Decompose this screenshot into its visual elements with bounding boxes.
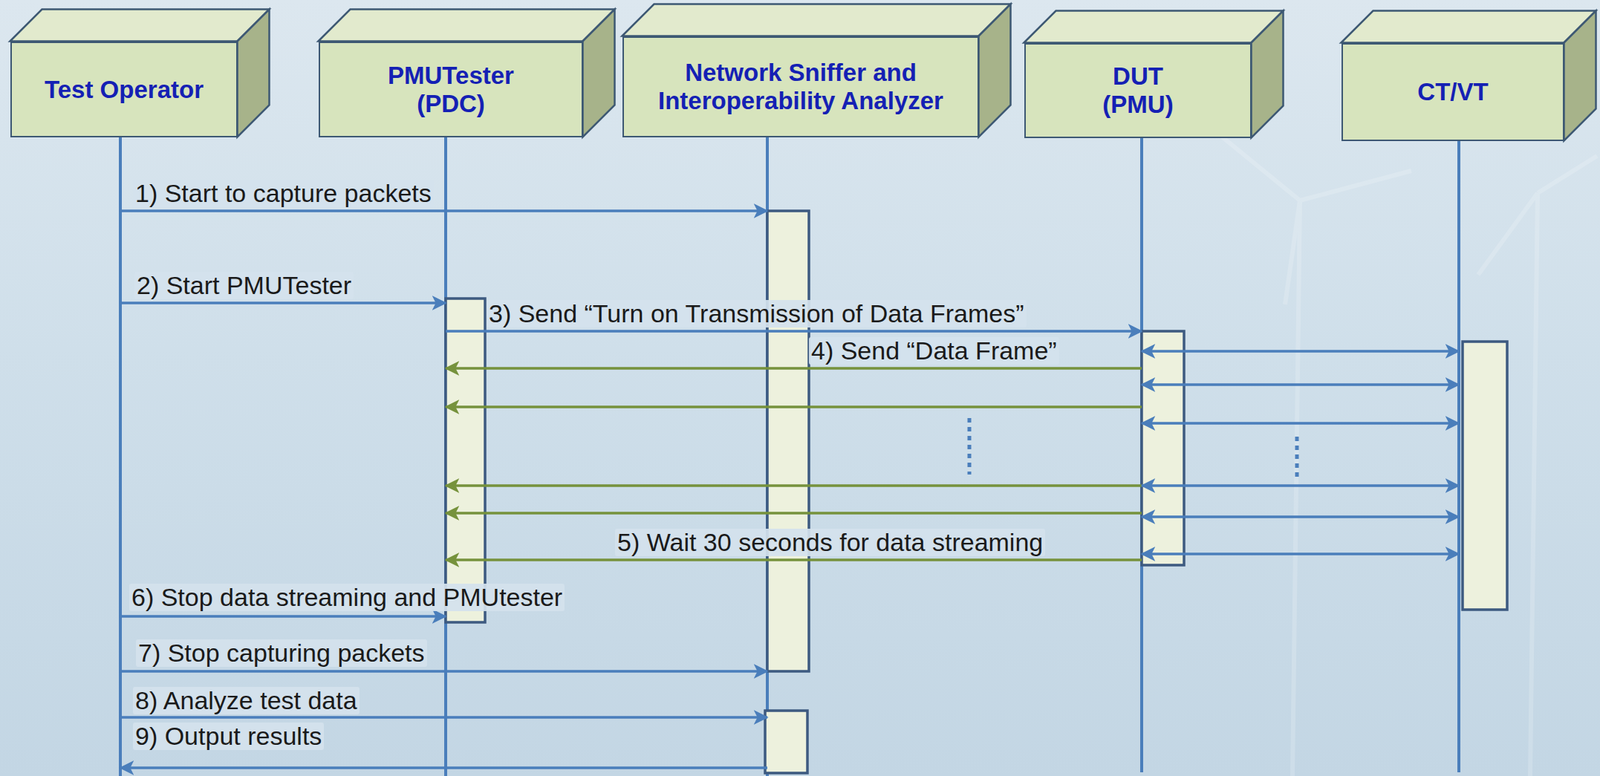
activation-bars <box>445 210 1508 774</box>
lifelines <box>120 137 1459 776</box>
activation-bar <box>1462 341 1508 610</box>
participant-box: Test Operator <box>10 41 238 138</box>
activation-bar <box>1141 331 1185 566</box>
message-arrow <box>120 670 768 673</box>
box-top-face <box>622 4 1011 37</box>
data-frame-arrow <box>445 366 1142 370</box>
data-frame-arrow <box>445 511 1142 515</box>
message-arrow <box>120 209 768 213</box>
continuation-dots <box>969 418 1297 480</box>
ellipsis-mark <box>1295 436 1300 480</box>
participant-box: PMUTester (PDC) <box>318 41 584 138</box>
participant-name: PMUTester (PDC) <box>364 60 538 120</box>
box-side-face <box>1251 11 1284 139</box>
message-arrow <box>120 766 768 770</box>
message-arrow <box>1141 383 1459 387</box>
box-top-face <box>10 9 270 42</box>
ellipsis-mark <box>967 418 972 475</box>
message-label: 8) Analyze test data <box>132 687 360 715</box>
message-arrow <box>120 301 446 305</box>
message-arrow <box>445 329 1142 333</box>
participant-name: CT/VT <box>1412 76 1493 108</box>
participant-name: DUT (PMU) <box>1081 60 1195 121</box>
activation-bar <box>767 210 809 672</box>
data-frame-arrow <box>445 558 1142 562</box>
turbine-watermark <box>1218 133 1598 776</box>
message-label: 3) Send “Turn on Transmission of Data Fr… <box>486 300 1027 328</box>
participant-box: Network Sniffer and Interoperability Ana… <box>622 36 980 138</box>
data-frame-arrow <box>445 405 1142 409</box>
participant-box: CT/VT <box>1341 43 1565 142</box>
participant-name: Network Sniffer and Interoperability Ana… <box>623 57 978 117</box>
box-side-face <box>1564 11 1597 142</box>
participant-name: Test Operator <box>40 74 208 106</box>
message-arrow <box>1141 515 1459 519</box>
message-arrow <box>1141 484 1459 488</box>
message-arrow <box>1141 552 1459 556</box>
message-label: 7) Stop capturing packets <box>135 639 428 668</box>
data-frame-arrow <box>445 484 1142 488</box>
box-top-face <box>1341 11 1597 44</box>
message-arrow <box>1141 421 1459 425</box>
box-side-face <box>237 9 270 138</box>
message-label: 6) Stop data streaming and PMUtester <box>129 583 565 612</box>
box-top-face <box>1024 11 1284 44</box>
message-arrow <box>120 615 446 619</box>
activation-bar <box>765 710 808 774</box>
box-side-face <box>979 4 1011 138</box>
message-arrow <box>120 716 768 720</box>
message-label: 2) Start PMUTester <box>134 271 354 300</box>
message-label: 5) Wait 30 seconds for data streaming <box>615 528 1046 557</box>
participant-box: DUT (PMU) <box>1024 43 1252 139</box>
message-label: 4) Send “Data Frame” <box>808 337 1060 365</box>
lifeline <box>1457 141 1461 773</box>
message-arrow <box>1141 349 1459 353</box>
lifeline <box>118 137 122 776</box>
box-top-face <box>318 9 616 42</box>
message-label: 9) Output results <box>132 722 324 751</box>
box-side-face <box>583 9 616 138</box>
activation-bar <box>445 298 486 623</box>
message-label: 1) Start to capture packets <box>132 179 434 208</box>
